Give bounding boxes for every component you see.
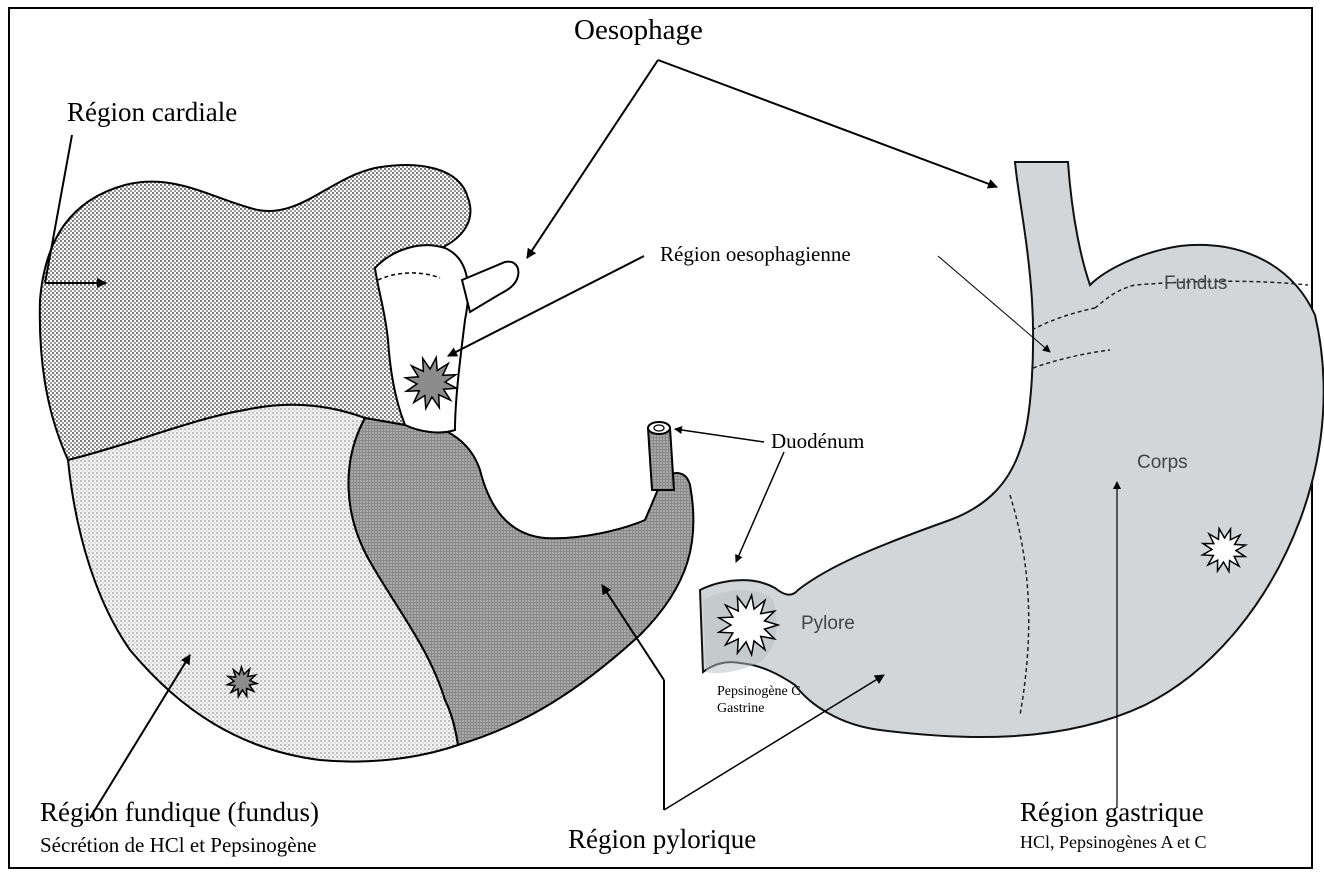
label-inner-corps: Corps <box>1137 452 1188 474</box>
label-pylorique-secretion-2: Gastrine <box>717 700 764 717</box>
oesophagus-stub <box>462 262 518 312</box>
arrow-duodenum-right <box>736 452 784 562</box>
label-region-fundique: Région fundique (fundus) <box>40 797 319 828</box>
arrow-duodenum-left <box>675 429 764 442</box>
duodenum-tube <box>648 428 674 490</box>
label-region-oesophagienne: Région oesophagienne <box>660 242 851 267</box>
label-region-gastrique: Région gastrique <box>1020 797 1204 828</box>
label-region-cardiale: Région cardiale <box>67 97 237 128</box>
left-stomach <box>40 165 694 762</box>
label-oesophage: Oesophage <box>574 14 703 47</box>
label-region-gastrique-secretion: HCl, Pepsinogènes A et C <box>1020 834 1207 851</box>
arrow-oesophage-left <box>527 60 658 258</box>
label-region-pylorique: Région pylorique <box>568 824 756 855</box>
label-inner-fundus: Fundus <box>1164 273 1227 295</box>
label-region-fundique-secretion: Sécrétion de HCl et Pepsinogène <box>40 833 316 858</box>
label-duodenum: Duodénum <box>771 429 864 454</box>
label-pylorique-secretion-1: Pepsinogène C <box>717 683 801 700</box>
label-inner-pylore: Pylore <box>801 613 855 635</box>
duodenum-opening <box>648 422 670 434</box>
arrow-fundique <box>90 655 190 818</box>
arrow-oesophage-right <box>658 60 997 187</box>
